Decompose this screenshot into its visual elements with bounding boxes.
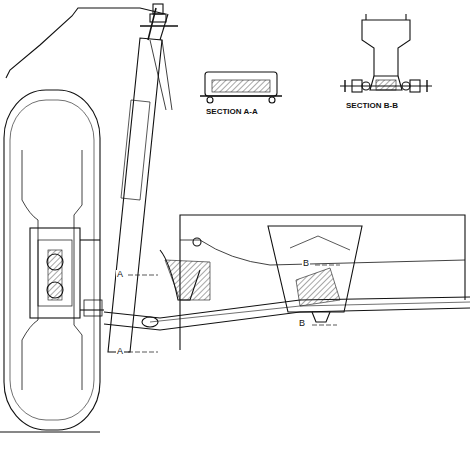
section-b-clamp: [370, 76, 402, 90]
bush-section: [165, 260, 210, 300]
piston-rod: [148, 8, 156, 40]
rim: [74, 150, 82, 390]
section-line: [312, 325, 337, 326]
arm-eye: [142, 317, 158, 327]
section-a-bolt: [207, 97, 213, 103]
stop-bracket: [290, 236, 350, 250]
section-line: [128, 352, 158, 353]
knuckle: [80, 309, 104, 310]
clamp: [312, 312, 330, 322]
strut-body: [121, 100, 150, 200]
section-a-part: [205, 72, 277, 96]
section-b-nut: [345, 80, 427, 92]
knuckle: [80, 239, 100, 240]
hub: [30, 228, 80, 318]
section-b-hatch: [376, 80, 396, 90]
section-b-bush: [410, 80, 420, 92]
ball-joint: [84, 300, 102, 316]
wing-outline: [6, 8, 165, 78]
section-a-bolt: [269, 97, 275, 103]
stub-axle: [48, 250, 62, 300]
stop-rubber: [296, 268, 340, 306]
section-a-hatch: [212, 80, 270, 92]
section-marker: A: [116, 270, 124, 279]
section-a-plate: [200, 95, 282, 96]
spring-seat: [160, 14, 168, 40]
section-b-eye: [402, 82, 410, 90]
bolt: [193, 238, 201, 246]
hub-bearing: [38, 240, 72, 306]
frame: [180, 215, 465, 350]
strut: [108, 38, 162, 352]
section-b-eye: [362, 82, 370, 90]
section-marker: B: [302, 259, 310, 268]
lower-arm: [104, 308, 470, 330]
section-title: SECTION B-B: [345, 102, 399, 110]
ground-line: [0, 431, 100, 432]
tyre: [4, 90, 100, 430]
section-marker: B: [298, 319, 306, 328]
spring-line: [150, 40, 166, 110]
section-marker: A: [116, 347, 124, 356]
section-line: [315, 265, 340, 266]
section-line: [128, 275, 158, 276]
mount-plate: [140, 25, 178, 26]
tyre-inner: [10, 100, 94, 420]
frame-inner: [180, 240, 465, 265]
top-nut: [153, 4, 163, 14]
bump-stop: [268, 226, 362, 312]
section-b-part: [362, 14, 410, 76]
top-mount: [150, 14, 166, 22]
section-b-bush: [352, 80, 362, 92]
section-b-bolt: [340, 85, 432, 86]
section-title: SECTION A-A: [205, 108, 259, 116]
